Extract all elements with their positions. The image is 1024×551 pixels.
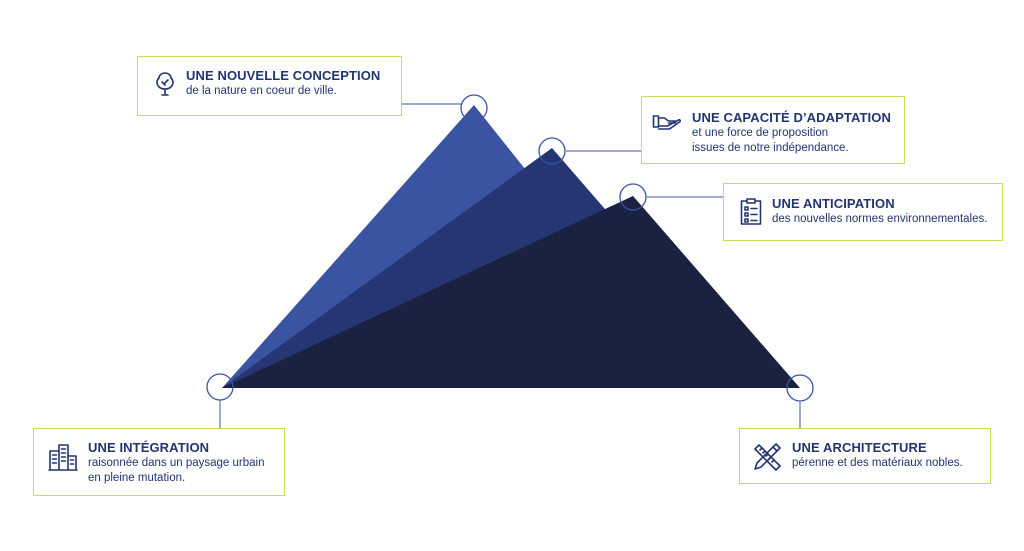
card-architecture: UNE ARCHITECTURE pérenne et des matériau… [739, 428, 991, 484]
tree-icon [154, 70, 176, 103]
card-adaptation: UNE CAPACITÉ D’ADAPTATION et une force d… [641, 96, 905, 164]
card-text: pérenne et des matériaux nobles. [792, 457, 963, 469]
card-title: UNE ARCHITECTURE [792, 440, 927, 455]
marker-circle-adaptation [538, 137, 566, 165]
card-title: UNE CAPACITÉ D’ADAPTATION [692, 110, 891, 125]
buildings-icon [48, 442, 78, 477]
peak-dark [222, 196, 800, 388]
ruler-pencil-icon [752, 442, 782, 477]
card-anticipation: UNE ANTICIPATION des nouvelles normes en… [723, 183, 1003, 241]
card-integration: UNE INTÉGRATION raisonnée dans un paysag… [33, 428, 285, 496]
card-text: de la nature en coeur de ville. [186, 85, 337, 97]
card-text: et une force de proposition issues de no… [692, 127, 849, 154]
card-text: raisonnée dans un paysage urbain en plei… [88, 457, 265, 484]
card-title: UNE NOUVELLE CONCEPTION [186, 68, 381, 83]
marker-circle-conception [460, 94, 488, 122]
marker-circle-architecture [786, 374, 814, 402]
marker-circle-integration [206, 373, 234, 401]
marker-circle-anticipation [619, 183, 647, 211]
card-text: des nouvelles normes environnementales. [772, 213, 988, 225]
card-conception: UNE NOUVELLE CONCEPTION de la nature en … [137, 56, 402, 116]
card-title: UNE ANTICIPATION [772, 196, 895, 211]
checklist-icon [740, 198, 762, 231]
hand-icon [652, 112, 682, 137]
card-title: UNE INTÉGRATION [88, 440, 210, 455]
